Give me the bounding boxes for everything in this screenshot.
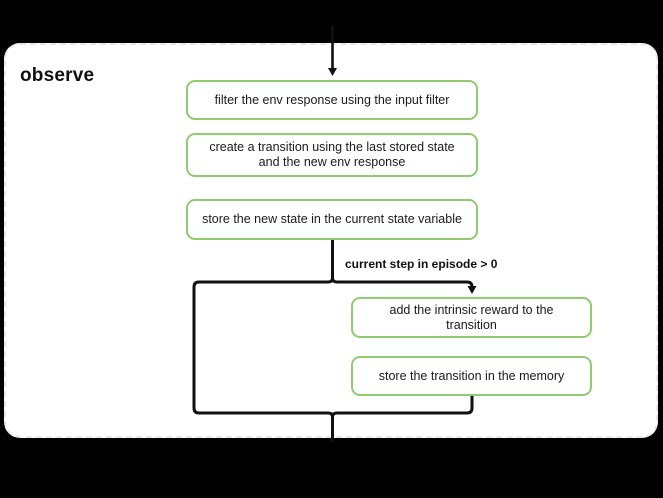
node-add-intrinsic-reward[interactable]: add the intrinsic reward to the transiti… bbox=[351, 297, 592, 338]
edge-label-condition: current step in episode > 0 bbox=[345, 257, 498, 271]
node-label: create a transition using the last store… bbox=[209, 140, 455, 169]
node-create-transition[interactable]: create a transition using the last store… bbox=[186, 133, 478, 177]
node-store-new-state[interactable]: store the new state in the current state… bbox=[186, 199, 478, 240]
node-label: filter the env response using the input … bbox=[214, 92, 450, 107]
page-title: observe bbox=[20, 65, 95, 86]
node-store-transition-memory[interactable]: store the transition in the memory bbox=[351, 356, 592, 396]
node-label: add the intrinsic reward to the transiti… bbox=[389, 302, 554, 332]
node-filter-env-response[interactable]: filter the env response using the input … bbox=[186, 80, 478, 120]
node-label: store the new state in the current state… bbox=[202, 212, 462, 226]
node-label: store the transition in the memory bbox=[378, 368, 565, 383]
